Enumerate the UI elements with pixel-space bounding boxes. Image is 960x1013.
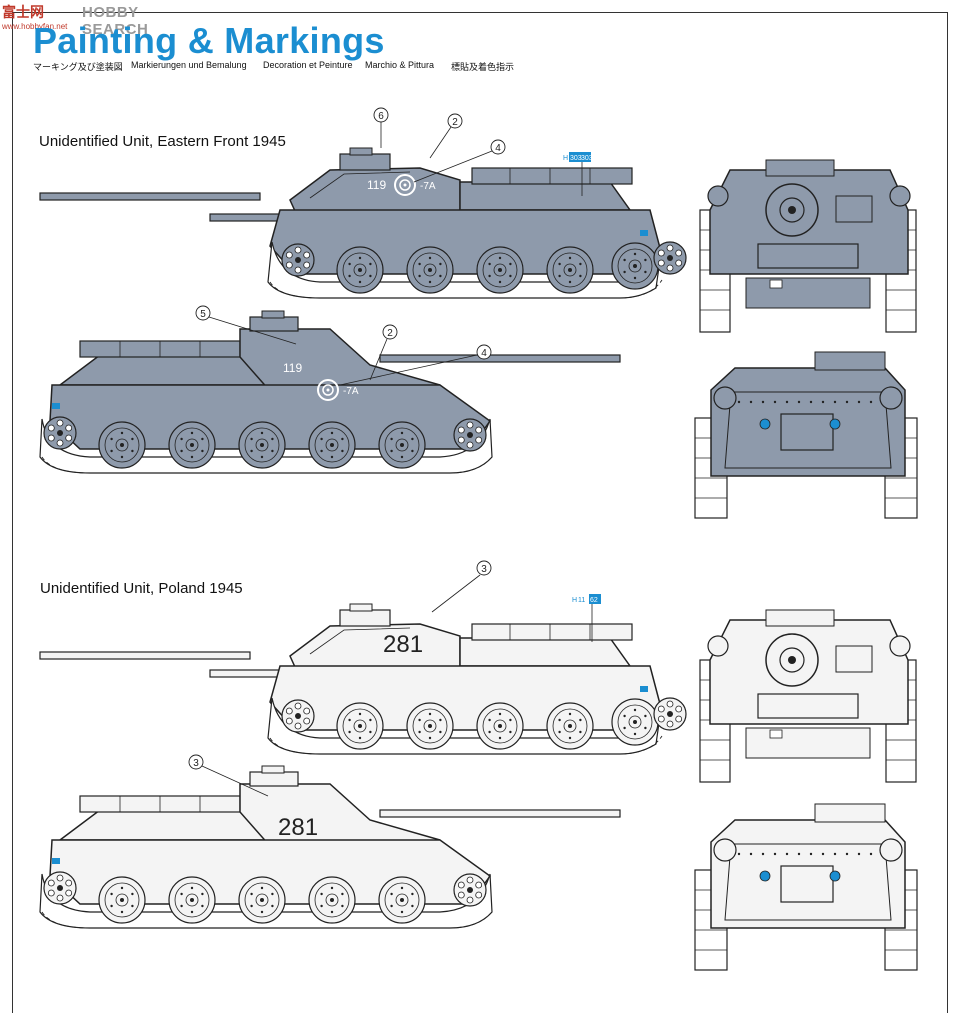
page-title: Painting & Markings: [33, 20, 385, 61]
tank-side-view-2: [40, 311, 620, 473]
callout-3-top: 3: [431, 560, 492, 613]
marking-code-1: -7A: [420, 181, 436, 192]
hull-number-2: 119: [283, 361, 302, 375]
subtitle-italian: Marchio & Pittura: [365, 60, 435, 70]
callout-6-top: 6: [373, 107, 389, 148]
subtitle-french: Decoration et Peinture: [263, 60, 353, 70]
svg-text:4: 4: [495, 143, 501, 154]
svg-text:4: 4: [481, 348, 487, 359]
svg-text:6: 6: [378, 111, 384, 122]
tank-rear-view-2: [694, 803, 918, 971]
svg-text:303: 303: [570, 155, 582, 162]
svg-text:303: 303: [581, 155, 593, 162]
svg-text:H: H: [572, 597, 577, 604]
markings-artwork: 119 -7A 119 -7A H 303 303 281 281 H 11 6…: [0, 107, 918, 971]
watermark: 富士网 HOBBY SEARCH www.hobbyfan.net: [0, 0, 200, 38]
callout-4-top: 4: [413, 139, 506, 183]
color-code-box-1: H 303 303: [563, 152, 593, 196]
hull-number-4: 281: [278, 814, 318, 841]
callout-5: 5: [195, 305, 297, 345]
tank-side-view-4: [40, 766, 620, 928]
svg-text:62: 62: [590, 597, 598, 604]
subtitle-japanese: マーキング及び塗装図: [33, 62, 123, 72]
subtitle-german: Markierungen und Bemalung: [131, 60, 247, 70]
tank-rear-view-1: [694, 351, 918, 519]
marking-code-2: -7A: [343, 386, 359, 397]
gun-barrel-3: [39, 651, 251, 660]
svg-text:3: 3: [193, 758, 199, 769]
svg-text:2: 2: [387, 328, 393, 339]
callout-4-bottom: 4: [339, 344, 492, 386]
roundel-marking-1: [394, 174, 416, 196]
callout-2-bottom: 2: [369, 324, 398, 381]
svg-text:5: 5: [200, 309, 206, 320]
section-label-poland: Unidentified Unit, Poland 1945: [40, 580, 243, 597]
hull-number-1: 119: [367, 178, 386, 192]
watermark-logo: 富士网: [2, 4, 44, 20]
svg-text:H: H: [563, 155, 568, 162]
page-frame: [12, 12, 948, 1013]
roundel-marking-2: [317, 379, 339, 401]
callout-2-top: 2: [429, 113, 463, 159]
tank-front-view-2: [699, 609, 917, 783]
gun-barrel-1: [39, 192, 261, 201]
svg-text:2: 2: [452, 117, 458, 128]
hull-number-3: 281: [383, 631, 423, 658]
watermark-text: HOBBY SEARCH: [82, 4, 149, 38]
tank-front-view-1: [699, 159, 917, 333]
svg-text:11: 11: [578, 597, 585, 604]
subtitle-chinese: 標貼及着色指示: [451, 62, 515, 72]
tank-side-view-1: [210, 148, 686, 298]
svg-text:3: 3: [481, 564, 487, 575]
color-code-box-2: H 11 62: [572, 594, 601, 642]
section-label-eastern-front: Unidentified Unit, Eastern Front 1945: [39, 133, 286, 150]
watermark-url: www.hobbyfan.net: [2, 22, 68, 31]
tank-side-view-3: [210, 604, 686, 754]
callout-3-bottom: 3: [188, 754, 269, 797]
